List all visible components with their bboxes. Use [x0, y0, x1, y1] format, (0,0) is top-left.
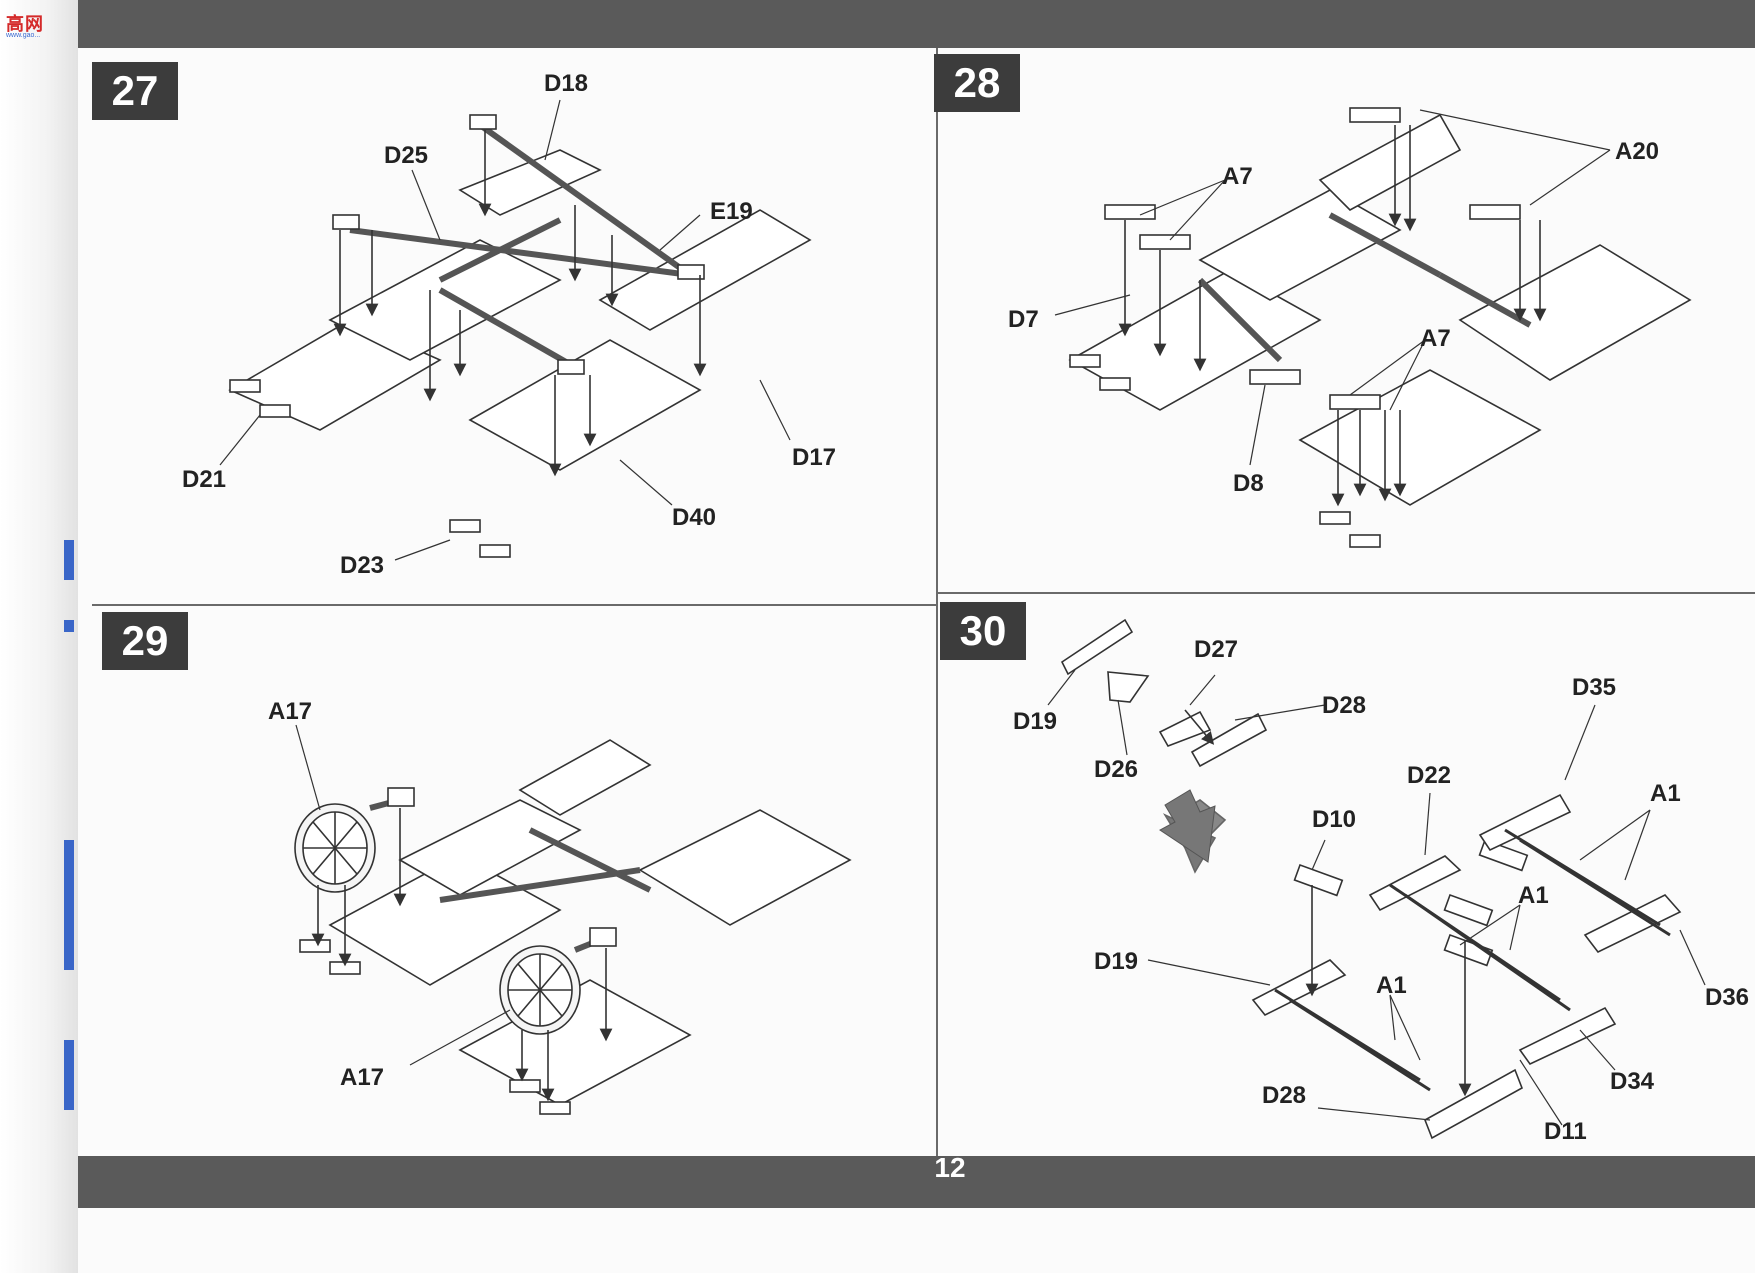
top-band — [78, 0, 1755, 48]
step-27-badge: 27 — [92, 62, 178, 120]
step-30-label-d26: D26 — [1094, 756, 1139, 783]
logo-text: 高网 — [6, 14, 44, 34]
logo-sub: www.gao... — [6, 32, 41, 39]
panel-divider-horizontal-left — [92, 604, 936, 606]
watermark-logo: 高网 www.gao... — [4, 8, 72, 39]
step-28-label-d8: D8 — [1233, 470, 1264, 497]
side-marks — [62, 540, 76, 1120]
side-mark — [64, 1040, 74, 1110]
side-mark — [64, 840, 74, 970]
step-30-label-d19-bottom: D19 — [1094, 948, 1139, 975]
step-27-label-d18: D18 — [544, 70, 589, 97]
step-30-label-d22: D22 — [1407, 762, 1452, 789]
step-30-label-d28-bottom: D28 — [1262, 1082, 1307, 1109]
bottom-band — [78, 1156, 1755, 1208]
step-28-badge: 28 — [934, 54, 1020, 112]
step-30-label-d10: D10 — [1312, 806, 1357, 833]
step-29-diagram — [294, 739, 852, 1115]
step-27-diagram — [228, 114, 812, 558]
step-30-label-d19-top: D19 — [1013, 708, 1058, 735]
page-number: 12 — [934, 1152, 966, 1183]
step-28-label-a20: A20 — [1615, 138, 1660, 165]
panel-divider-horizontal-right — [938, 592, 1755, 594]
step-30-label-d27: D27 — [1194, 636, 1239, 663]
step-29-label-a17-bottom: A17 — [340, 1064, 385, 1091]
step-27-label-d25: D25 — [384, 142, 429, 169]
step-28-label-a7-bottom: A7 — [1420, 325, 1451, 352]
step-30-label-d35: D35 — [1572, 674, 1617, 701]
binding-edge: 高网 www.gao... — [0, 0, 78, 1273]
step-30-label-d28-top: D28 — [1322, 692, 1367, 719]
step-30-label-a1-bottom: A1 — [1376, 972, 1407, 999]
step-27-label-e19: E19 — [710, 198, 753, 225]
panel-divider-vertical — [936, 48, 938, 1156]
step-29-label-a17-top: A17 — [268, 698, 313, 725]
step-27-label-d21: D21 — [182, 466, 227, 493]
step-30-label-d11: D11 — [1544, 1118, 1587, 1145]
side-mark — [64, 540, 74, 580]
step-30-label-d34: D34 — [1610, 1068, 1655, 1095]
leader-lines — [219, 99, 1706, 1126]
step-28-label-a7-top: A7 — [1222, 163, 1253, 190]
step-27-label-d23: D23 — [340, 552, 385, 579]
step-29-badge: 29 — [102, 612, 188, 670]
step-30-label-a1-middle: A1 — [1518, 882, 1549, 909]
step-28-diagram — [1068, 107, 1692, 548]
direction-arrow — [1159, 789, 1216, 863]
step-28-label-d7: D7 — [1008, 306, 1039, 333]
step-30-badge: 30 — [940, 602, 1026, 660]
step-30-label-d36: D36 — [1705, 984, 1750, 1011]
side-mark — [64, 620, 74, 632]
step-27-label-d40: D40 — [672, 504, 717, 531]
step-27-label-d17: D17 — [792, 444, 837, 471]
step-30-label-a1-right: A1 — [1650, 780, 1681, 807]
